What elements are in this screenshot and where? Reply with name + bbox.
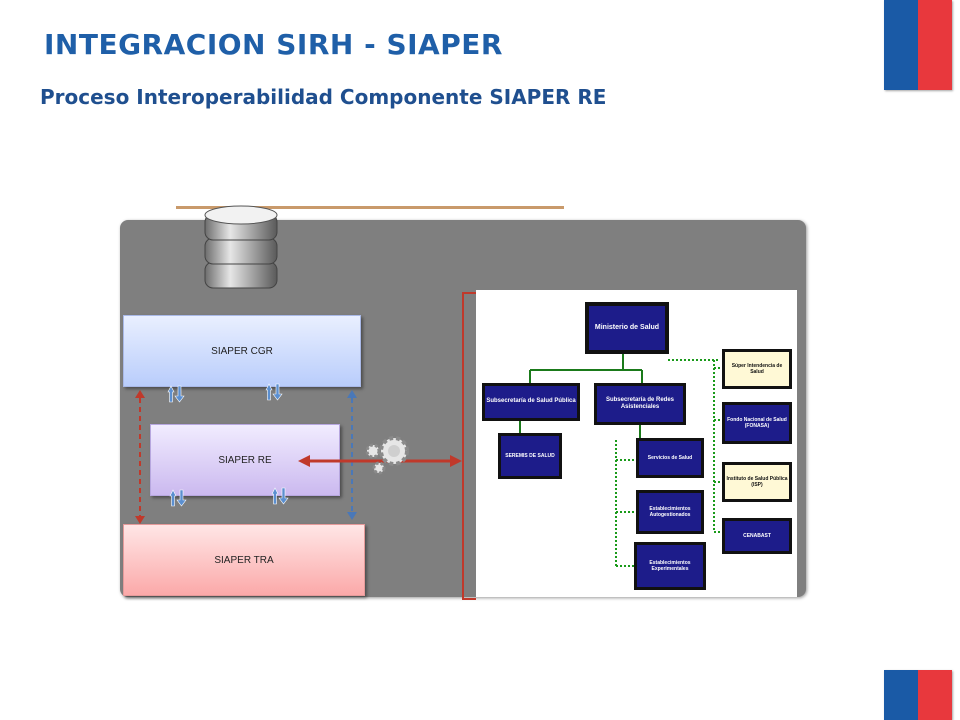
node-ministerio: Ministerio de Salud <box>585 302 669 354</box>
org-chart-bracket <box>462 292 476 600</box>
page-title: INTEGRACION SIRH - SIAPER <box>44 28 503 61</box>
page-subtitle: Proceso Interoperabilidad Componente SIA… <box>40 85 607 109</box>
node-subsec-salud-publica: Subsecretaría de Salud Pública <box>482 383 580 421</box>
node-fonasa: Fondo Nacional de Salud (FONASA) <box>722 402 792 444</box>
siaper-tra-box: SIAPER TRA <box>123 524 365 596</box>
siaper-re-box: SIAPER RE <box>150 424 340 496</box>
node-subsec-redes: Subsecretaría de Redes Asistenciales <box>594 383 686 425</box>
flag-logo-bottom <box>884 670 952 720</box>
siaper-cgr-box: SIAPER CGR <box>123 315 361 387</box>
node-super-intendencia: Súper Intendencia de Salud <box>722 349 792 389</box>
siaper-cgr-label: SIAPER CGR <box>211 345 273 357</box>
flag-logo-top <box>884 0 952 90</box>
node-isp: Instituto de Salud Pública (ISP) <box>722 462 792 502</box>
node-cenabast: CENABAST <box>722 518 792 554</box>
node-seremis: SEREMIS DE SALUD <box>498 433 562 479</box>
node-estab-autogestionados: Establecimientos Autogestionados <box>636 490 704 534</box>
siaper-re-label: SIAPER RE <box>218 454 272 466</box>
siaper-tra-label: SIAPER TRA <box>214 554 274 566</box>
node-estab-experimentales: Establecimientos Experimentales <box>634 542 706 590</box>
divider-line <box>176 206 564 209</box>
node-servicios-salud: Servicios de Salud <box>636 438 704 478</box>
